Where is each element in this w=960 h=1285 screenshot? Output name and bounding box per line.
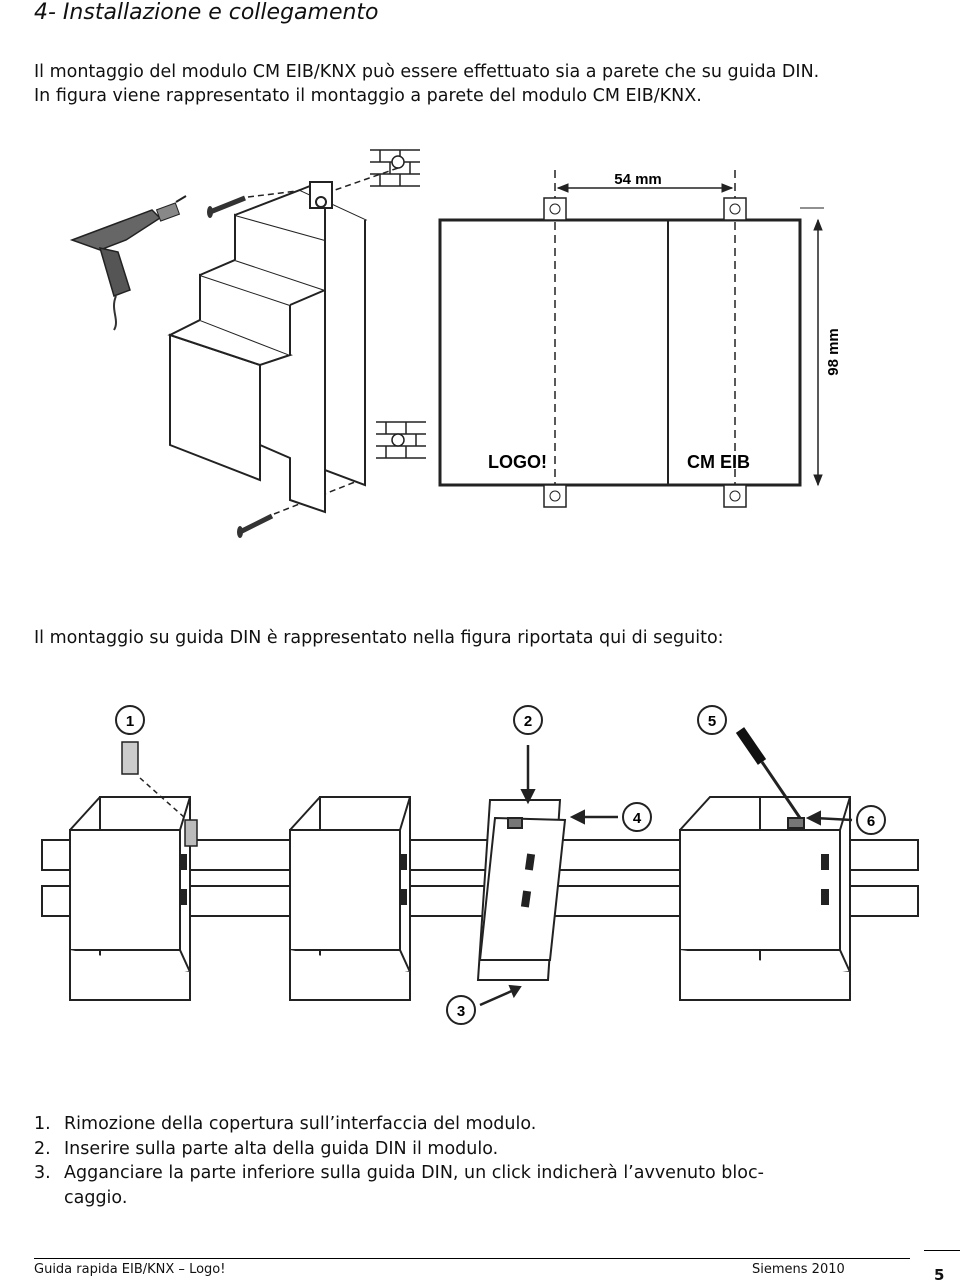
din-mount-figure: 1 2 3 4 5 6 xyxy=(41,705,919,1025)
step-item: 3. Agganciare la parte inferiore sulla g… xyxy=(34,1161,764,1210)
callout-6: 6 xyxy=(856,805,886,835)
cover-piece-icon xyxy=(121,741,186,819)
page-number-rule xyxy=(924,1250,960,1251)
callout-5: 5 xyxy=(697,705,727,735)
width-label: 54 mm xyxy=(614,171,662,188)
callout-2: 2 xyxy=(513,705,543,735)
step-item: 2. Inserire sulla parte alta della guida… xyxy=(34,1137,764,1162)
arrow-6-icon xyxy=(805,810,853,826)
callout-3: 3 xyxy=(446,995,476,1025)
svg-text:6: 6 xyxy=(867,813,875,830)
module-front-view xyxy=(438,170,824,508)
arrow-3-icon xyxy=(479,984,522,1007)
intro-line-1: Il montaggio del modulo CM EIB/KNX può e… xyxy=(34,62,820,82)
step-number: 1. xyxy=(34,1114,51,1134)
step-text-continued: caggio. xyxy=(64,1187,128,1208)
svg-text:4: 4 xyxy=(633,810,642,827)
section-title: 4- Installazione e collegamento xyxy=(34,0,379,25)
footer-rule xyxy=(34,1258,910,1259)
footer-company: Siemens 2010 xyxy=(752,1262,845,1277)
steps-list: 1. Rimozione della copertura sull’interf… xyxy=(34,1112,764,1210)
screw-top-icon xyxy=(207,186,331,218)
svg-text:1: 1 xyxy=(126,713,134,730)
footer-title: Guida rapida EIB/KNX – Logo! xyxy=(34,1262,226,1277)
intro-line-2: In figura viene rappresentato il montagg… xyxy=(34,86,702,106)
logo-label: LOGO! xyxy=(488,452,547,472)
module-step-4 xyxy=(679,796,851,1001)
svg-text:3: 3 xyxy=(457,1003,465,1020)
step-text: Inserire sulla parte alta della guida DI… xyxy=(64,1138,499,1159)
step-text: Rimozione della copertura sull’interfacc… xyxy=(64,1114,537,1134)
svg-text:5: 5 xyxy=(708,713,716,730)
step-number: 3. xyxy=(34,1163,51,1183)
module-label: CM EIB xyxy=(687,452,750,472)
module-step-3 xyxy=(476,799,567,981)
wall-top-icon xyxy=(334,149,420,191)
drill-icon xyxy=(69,195,187,331)
callout-4: 4 xyxy=(622,802,652,832)
step-text: Agganciare la parte inferiore sulla guid… xyxy=(64,1163,764,1183)
svg-text:2: 2 xyxy=(524,713,532,730)
din-intro: Il montaggio su guida DIN è rappresentat… xyxy=(34,628,724,648)
height-label: 98 mm xyxy=(825,328,840,376)
wall-bottom-icon xyxy=(376,421,426,459)
step-number: 2. xyxy=(34,1138,51,1159)
module-step-2 xyxy=(289,796,411,1001)
screw-bottom-icon xyxy=(237,479,361,538)
wall-mount-figure: 54 mm 98 mm LOGO! CM EIB xyxy=(69,149,840,538)
module-step-1 xyxy=(69,796,198,1001)
arrow-4-icon xyxy=(569,809,618,825)
callout-1: 1 xyxy=(115,705,145,735)
step-item: 1. Rimozione della copertura sull’interf… xyxy=(34,1112,764,1137)
screwdriver-icon xyxy=(735,727,802,819)
arrow-2-icon xyxy=(520,745,536,805)
module-isometric xyxy=(167,181,368,514)
page-number: 5 xyxy=(934,1266,945,1284)
